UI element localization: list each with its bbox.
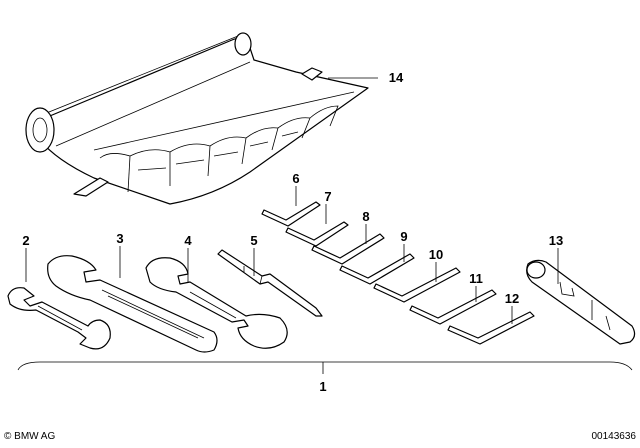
- callout-4: 4: [184, 233, 192, 248]
- callout-6: 6: [292, 171, 299, 186]
- callout-14: 14: [389, 70, 404, 85]
- wrench-combination: [145, 257, 288, 349]
- callout-1: 1: [319, 379, 326, 394]
- tool-roll: [25, 32, 369, 205]
- wrench-small: [7, 287, 111, 350]
- hex-keys: [261, 201, 535, 345]
- callout-9: 9: [400, 229, 407, 244]
- callout-13: 13: [549, 233, 563, 248]
- wrench-large: [47, 255, 218, 353]
- callout-3: 3: [116, 231, 123, 246]
- socket-wrench: [526, 259, 636, 345]
- callout-7: 7: [324, 189, 331, 204]
- callout-11: 11: [469, 271, 483, 286]
- callout-12: 12: [505, 291, 519, 306]
- image-number: 00143636: [591, 431, 637, 442]
- callout-8: 8: [362, 209, 369, 224]
- copyright-label: © BMW AG: [4, 431, 56, 442]
- callout-5: 5: [250, 233, 257, 248]
- screwdriver: [217, 249, 323, 317]
- callout-10: 10: [429, 247, 443, 262]
- callout-2: 2: [22, 233, 29, 248]
- group-bracket: [17, 361, 633, 374]
- leader-lines: [25, 77, 559, 324]
